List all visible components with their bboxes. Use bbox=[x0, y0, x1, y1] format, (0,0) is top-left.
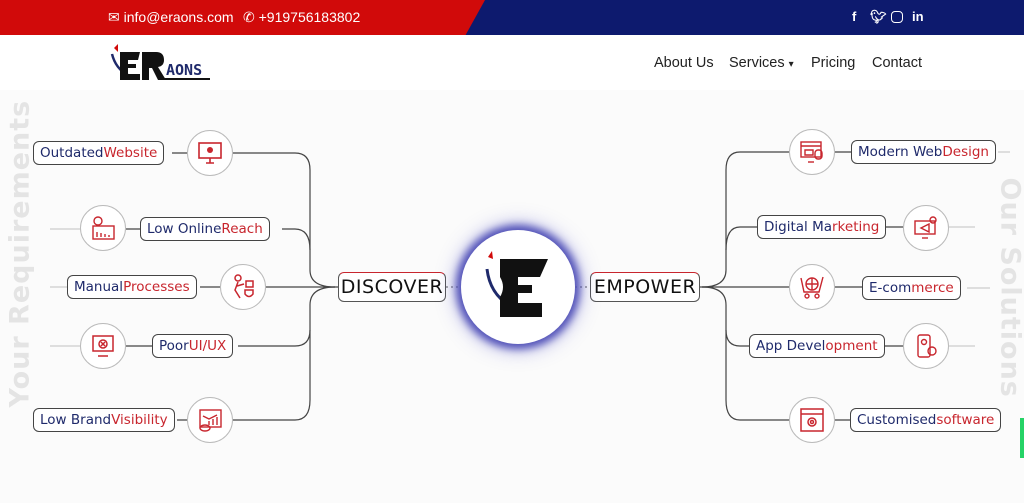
email-link[interactable]: ✉ info@eraons.com bbox=[108, 9, 234, 25]
whatsapp-tab[interactable] bbox=[1020, 418, 1024, 458]
requirement-low-brand-visibility[interactable]: Low Brand Visibility bbox=[33, 408, 175, 432]
label-part: App Devel bbox=[756, 338, 826, 354]
nav-pricing[interactable]: Pricing bbox=[811, 55, 856, 71]
svg-text:AONS: AONS bbox=[166, 61, 202, 79]
requirement-outdated-website[interactable]: Outdated Website bbox=[33, 141, 165, 165]
label-part: Low Brand bbox=[40, 412, 112, 428]
label-highlight: Processes bbox=[123, 279, 190, 295]
nav-services[interactable]: Services ▾ bbox=[729, 55, 794, 71]
label-highlight: Visibility bbox=[111, 412, 168, 428]
navbar bbox=[0, 35, 1024, 90]
monitor-icon bbox=[187, 130, 233, 176]
phone-link[interactable]: ✆ +919756183802 bbox=[243, 9, 361, 25]
label-highlight: UI/UX bbox=[188, 338, 227, 354]
label-part: Low Online bbox=[147, 221, 222, 237]
instagram-icon[interactable] bbox=[891, 11, 903, 23]
nav-contact[interactable]: Contact bbox=[872, 55, 922, 71]
empower-label: EMPOWER bbox=[590, 272, 700, 302]
facebook-icon[interactable]: f bbox=[852, 9, 857, 24]
label-highlight: rketing bbox=[832, 219, 880, 235]
linkedin-icon[interactable]: in bbox=[912, 9, 924, 24]
label-part: Outdated bbox=[40, 145, 104, 161]
label-part: Poor bbox=[159, 338, 189, 354]
label-highlight: Reach bbox=[221, 221, 263, 237]
label-highlight: Design bbox=[942, 144, 989, 160]
logo[interactable]: AONS bbox=[108, 44, 213, 86]
nav-services-label: Services bbox=[729, 55, 785, 71]
nav-about-us[interactable]: About Us bbox=[654, 55, 714, 71]
label-part: Modern Web bbox=[858, 144, 943, 160]
label-part: Customised bbox=[857, 412, 937, 428]
marketing-icon bbox=[903, 205, 949, 251]
label-highlight: merce bbox=[911, 280, 954, 296]
top-bar-red bbox=[0, 0, 485, 35]
twitter-icon[interactable]: 🐦︎ bbox=[870, 9, 887, 24]
top-bar: ✉ info@eraons.com ✆ +919756183802 f 🐦︎ i… bbox=[0, 0, 1024, 35]
label-highlight: Website bbox=[103, 145, 158, 161]
requirement-manual-processes[interactable]: Manual Processes bbox=[67, 275, 197, 299]
discover-label: DISCOVER bbox=[338, 272, 446, 302]
software-gear-icon bbox=[789, 397, 835, 443]
eraons-emblem bbox=[461, 230, 575, 344]
mobile-gear-icon bbox=[903, 323, 949, 369]
phone-text: +919756183802 bbox=[258, 9, 361, 25]
visibility-chart-icon bbox=[187, 397, 233, 443]
analytics-decline-icon bbox=[80, 205, 126, 251]
requirement-poor-ui-ux[interactable]: Poor UI/UX bbox=[152, 334, 234, 358]
solution-modern-web-design[interactable]: Modern Web Design bbox=[851, 140, 996, 164]
label-part: E-com bbox=[869, 280, 912, 296]
requirement-low-online-reach[interactable]: Low Online Reach bbox=[140, 217, 270, 241]
label-highlight: opment bbox=[825, 338, 878, 354]
label-highlight: software bbox=[936, 412, 995, 428]
label-part: Manual bbox=[74, 279, 124, 295]
solution-customised-software[interactable]: Customised software bbox=[850, 408, 1002, 432]
worker-icon bbox=[220, 264, 266, 310]
chevron-down-icon: ▾ bbox=[788, 59, 794, 70]
label-part: Digital Ma bbox=[764, 219, 832, 235]
web-design-icon bbox=[789, 129, 835, 175]
cart-globe-icon bbox=[789, 264, 835, 310]
email-text: info@eraons.com bbox=[123, 9, 234, 25]
broken-screen-icon bbox=[80, 323, 126, 369]
